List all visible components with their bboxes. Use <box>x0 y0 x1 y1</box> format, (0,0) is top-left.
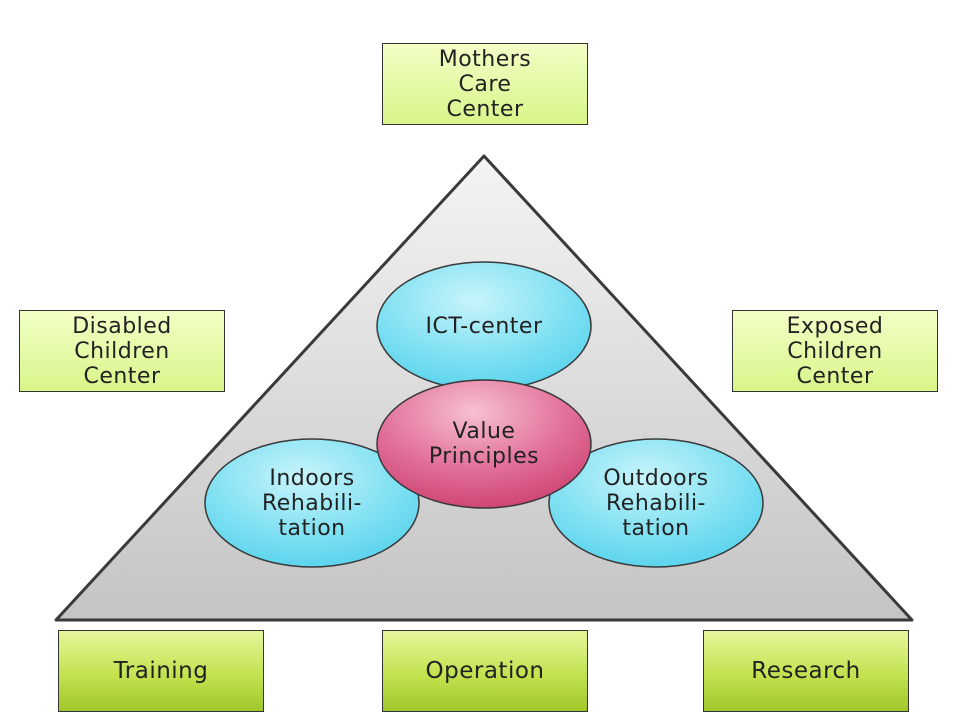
circle-outdoors-rehabilitation[interactable] <box>548 438 764 568</box>
box-line: Care <box>458 71 512 97</box>
box-label: Research <box>751 657 861 684</box>
box-line: Center <box>83 363 161 389</box>
box-line: Disabled <box>72 313 172 339</box>
circle-indoors-rehabilitation[interactable] <box>204 438 420 568</box>
circle-ict-center[interactable] <box>376 261 592 391</box>
box-exposed-children-center[interactable]: Exposed Children Center <box>732 310 938 392</box>
box-line: Children <box>787 338 883 364</box>
box-line: Center <box>796 363 874 389</box>
box-line: Mothers <box>438 46 532 72</box>
box-label: Training <box>113 657 209 684</box>
box-operation[interactable]: Operation <box>382 630 588 712</box>
box-training[interactable]: Training <box>58 630 264 712</box>
box-disabled-children-center[interactable]: Disabled Children Center <box>19 310 225 392</box>
box-research[interactable]: Research <box>703 630 909 712</box>
box-mothers-care-center[interactable]: Mothers Care Center <box>382 43 588 125</box>
circle-value-principles[interactable] <box>376 379 592 509</box>
box-line: Exposed <box>786 313 884 339</box>
box-line: Center <box>446 96 524 122</box>
box-label: Operation <box>425 657 545 684</box>
box-line: Children <box>74 338 170 364</box>
